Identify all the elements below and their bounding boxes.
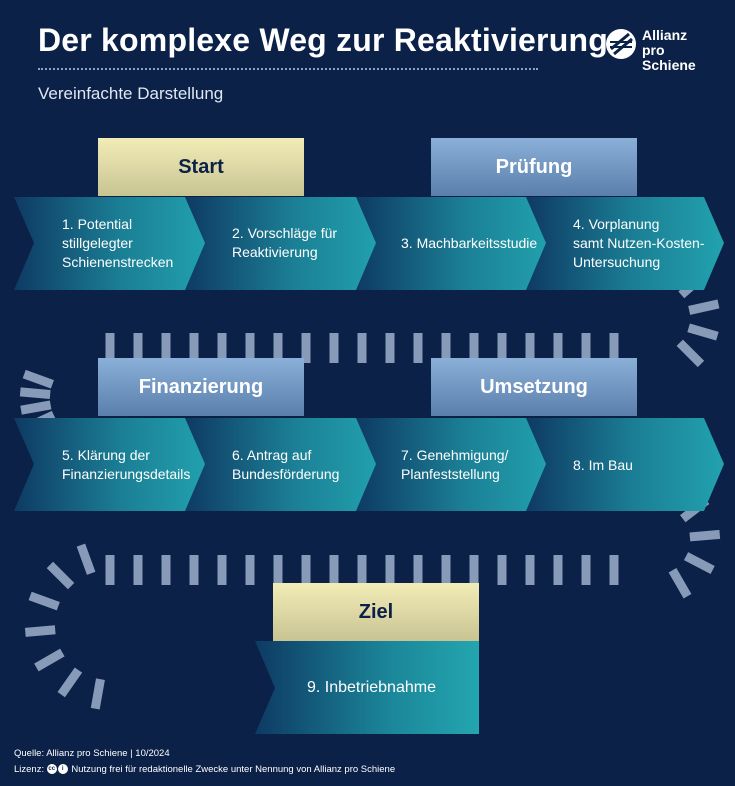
step-1-chevron xyxy=(14,197,210,290)
step-2-label: 2. Vorschläge für Reaktivierung xyxy=(232,225,338,260)
rail-sleeper xyxy=(525,555,535,585)
rail-sleeper xyxy=(301,333,311,363)
rail-sleeper xyxy=(161,333,171,363)
license-text: Nutzung frei für redaktionelle Zwecke un… xyxy=(71,764,396,775)
rail-sleeper xyxy=(19,387,51,399)
step-3-label: 3. Machbarkeitsstudie xyxy=(401,235,538,251)
rail-sleeper xyxy=(385,555,395,585)
rail-sleeper xyxy=(189,333,199,363)
step-9-label: 9. Inbetriebnahme xyxy=(307,679,436,696)
rail-sleeper xyxy=(57,667,83,698)
logo-line-2: pro Schiene xyxy=(642,42,696,73)
rail-sleeper xyxy=(273,555,283,585)
rail-sleeper xyxy=(553,333,563,363)
rail-sleeper xyxy=(217,333,227,363)
rail-sleeper xyxy=(609,555,619,585)
rail-sleeper xyxy=(689,529,721,542)
step-3-chevron xyxy=(356,197,552,290)
phase-finanzierung: Finanzierung xyxy=(98,358,304,416)
rail-sleeper xyxy=(413,555,423,585)
rail-sleeper xyxy=(497,555,507,585)
step-5-chevron xyxy=(14,418,210,511)
step-5-label: 5. Klärung der Finanzierungsdetails xyxy=(62,447,191,482)
rail-sleeper xyxy=(76,543,96,575)
allianz-logo: Allianz pro Schiene xyxy=(605,27,715,73)
rail-sleeper xyxy=(553,555,563,585)
rail-sleeper xyxy=(46,561,75,590)
rail-sleeper xyxy=(105,333,115,363)
rail-sleeper xyxy=(34,648,65,672)
footer-source: Quelle: Allianz pro Schiene | 10/2024 xyxy=(14,748,170,759)
rail-sleeper xyxy=(133,333,143,363)
step-9-block xyxy=(255,641,479,734)
rail-sleeper xyxy=(385,333,395,363)
title-divider xyxy=(38,68,538,70)
step-4-chevron xyxy=(526,197,724,290)
rail-sleeper xyxy=(28,591,60,611)
rail-sleeper xyxy=(469,333,479,363)
phase-umsetzung: Umsetzung xyxy=(431,358,637,416)
rail-sleeper xyxy=(441,333,451,363)
rail-sleeper xyxy=(413,333,423,363)
rail-sleeper xyxy=(441,555,451,585)
cc-icon: cc xyxy=(46,764,57,775)
step-6-chevron xyxy=(185,418,382,511)
logo-line-1: Allianz xyxy=(642,27,688,43)
rail-sleeper xyxy=(273,333,283,363)
rail-sleeper xyxy=(357,333,367,363)
rail-sleeper xyxy=(245,555,255,585)
rail-sleeper xyxy=(189,555,199,585)
step-6-label: 6. Antrag auf Bundesförderung xyxy=(232,447,340,482)
rail-sleeper xyxy=(133,555,143,585)
rail-logo-icon xyxy=(606,29,636,59)
rail-sleeper xyxy=(683,552,715,575)
rail-sleeper xyxy=(301,555,311,585)
step-7-label: 7. Genehmigung/ Planfeststellung xyxy=(401,447,509,482)
rail-sleeper xyxy=(581,333,591,363)
rail-sleeper xyxy=(581,555,591,585)
step-4-label: 4. Vorplanung samt Nutzen-Kosten- Unters… xyxy=(573,216,705,270)
step-1-label: 1. Potential stillgelegter Schienenstrec… xyxy=(62,216,174,270)
rail-sleeper xyxy=(217,555,227,585)
phase-pruefung: Prüfung xyxy=(431,138,637,196)
rail-sleeper xyxy=(609,333,619,363)
rail-sleeper xyxy=(687,323,719,341)
rail-sleeper xyxy=(525,333,535,363)
step-8-chevron xyxy=(526,418,724,511)
rail-sleeper xyxy=(469,555,479,585)
rail-sleeper xyxy=(676,339,705,368)
rail-sleeper xyxy=(245,333,255,363)
rail-sleeper xyxy=(688,299,720,315)
rail-sleeper xyxy=(161,555,171,585)
page-title: Der komplexe Weg zur Reaktivierung xyxy=(38,22,608,58)
rail-sleeper xyxy=(497,333,507,363)
rail-sleeper xyxy=(90,678,105,710)
rail-sleeper xyxy=(668,568,692,599)
attribution-icon: i xyxy=(57,764,68,775)
license-label: Lizenz: xyxy=(14,764,45,775)
rail-sleeper xyxy=(329,555,339,585)
rail-sleeper xyxy=(105,555,115,585)
step-2-chevron xyxy=(185,197,382,290)
phase-ziel: Ziel xyxy=(273,583,479,641)
phase-start: Start xyxy=(98,138,304,196)
page-subtitle: Vereinfachte Darstellung xyxy=(38,84,224,103)
rail-sleeper xyxy=(329,333,339,363)
rail-sleeper xyxy=(24,625,56,637)
rail-sleeper xyxy=(20,400,52,415)
rail-sleeper xyxy=(357,555,367,585)
step-8-label: 8. Im Bau xyxy=(573,457,633,473)
step-7-chevron xyxy=(356,418,552,511)
rail-sleeper xyxy=(22,369,54,389)
